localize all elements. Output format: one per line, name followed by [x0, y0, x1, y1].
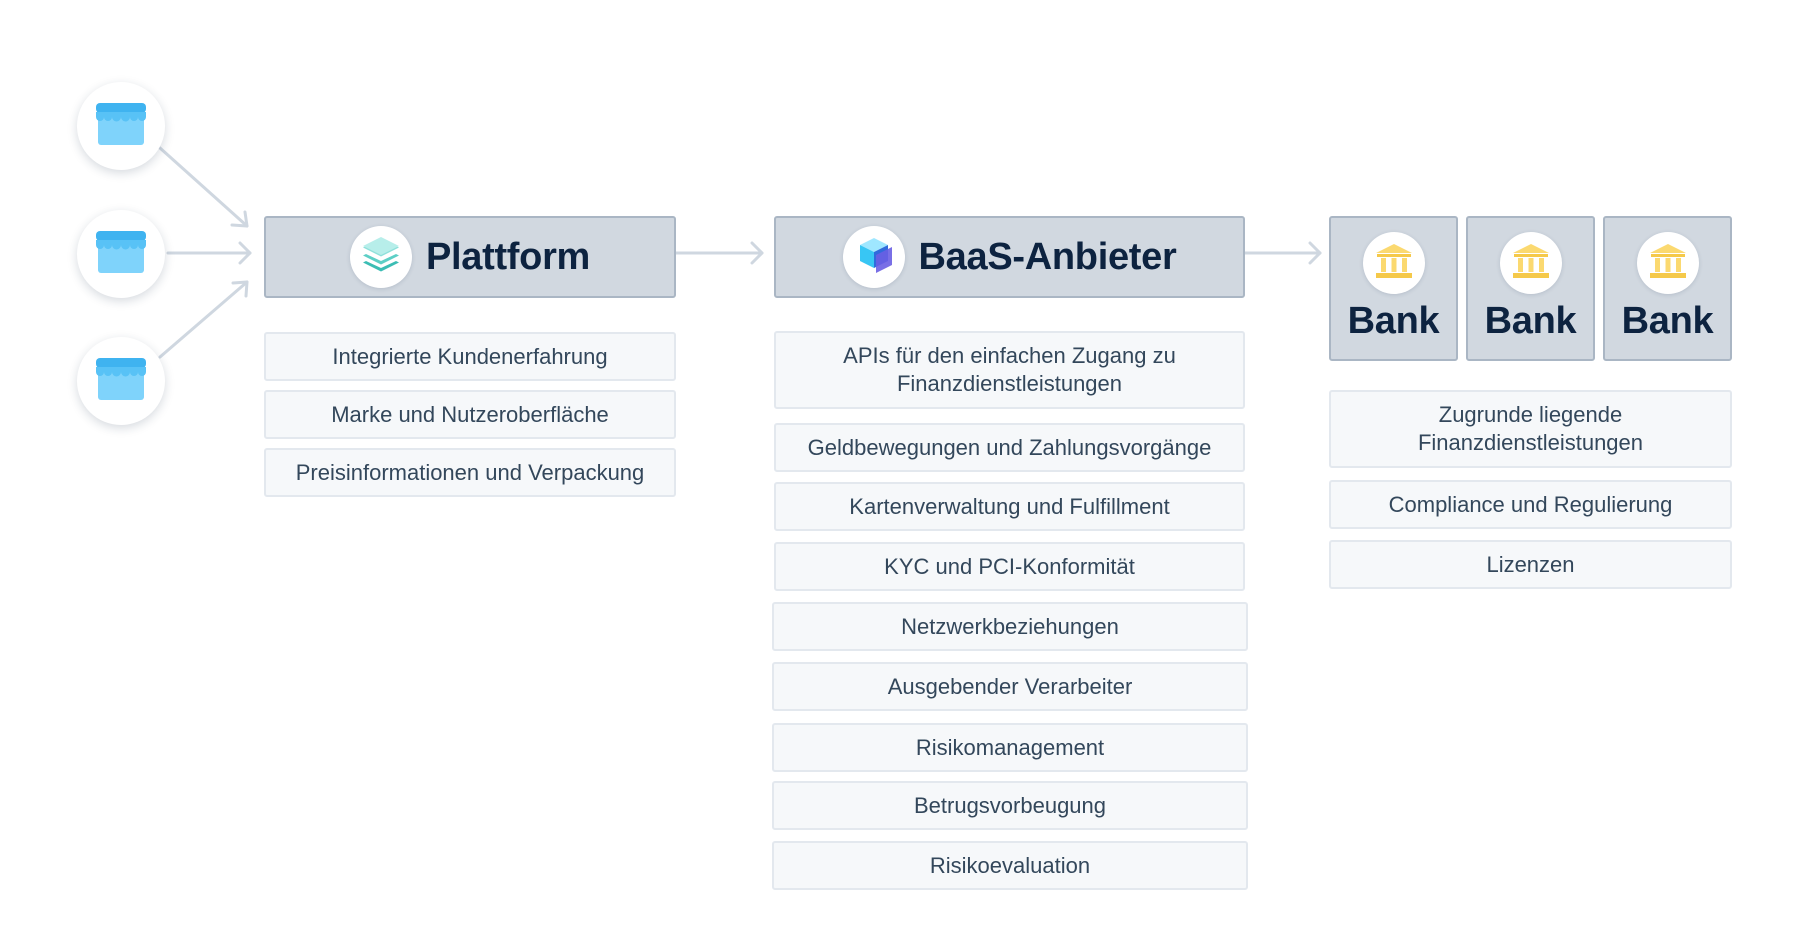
- baas-item-label: Geldbewegungen und Zahlungsvorgänge: [807, 434, 1212, 460]
- baas-item: KYC und PCI-Konformität: [774, 542, 1245, 591]
- storefront-icon: [95, 356, 147, 407]
- arrow-platform-to-baas-head: [750, 241, 764, 265]
- bank-title: Bank: [1484, 300, 1577, 342]
- baas-item: APIs für den einfachen Zugang zu Finanzd…: [774, 331, 1245, 409]
- bank-badge: [1499, 232, 1562, 294]
- platform-item-label: Integrierte Kundenerfahrung: [332, 343, 608, 369]
- store-node-1: [77, 82, 165, 170]
- bank-item-label: Compliance und Regulierung: [1388, 491, 1673, 517]
- baas-header: BaaS-Anbieter: [774, 216, 1245, 298]
- baas-item-label: Risikoevaluation: [929, 852, 1091, 878]
- baas-item-label: Kartenverwaltung und Fulfillment: [849, 493, 1170, 519]
- baas-item-label: Betrugsvorbeugung: [913, 792, 1107, 818]
- bank-title: Bank: [1347, 300, 1440, 342]
- arrow-baas-to-bank-head: [1308, 241, 1322, 265]
- store-node-2: [77, 210, 165, 298]
- arrow-store-2-head: [238, 241, 252, 265]
- baas-badge: [842, 226, 905, 288]
- bank-title: Bank: [1621, 300, 1714, 342]
- baas-item-label: Netzwerkbeziehungen: [901, 613, 1119, 639]
- bank-box-1: Bank: [1329, 216, 1458, 361]
- platform-title: Plattform: [425, 235, 591, 278]
- baas-item: Netzwerkbeziehungen: [772, 602, 1248, 651]
- bank-item: Zugrunde liegende Finanzdienstleistungen: [1329, 390, 1732, 468]
- bank-building-icon: [1511, 242, 1551, 285]
- baas-item: Ausgebender Verarbeiter: [772, 662, 1248, 711]
- storefront-icon: [95, 229, 147, 280]
- baas-title: BaaS-Anbieter: [918, 235, 1177, 278]
- baas-item: Kartenverwaltung und Fulfillment: [774, 482, 1245, 531]
- bank-box-3: Bank: [1603, 216, 1732, 361]
- bank-item-label: Zugrunde liegende Finanzdienstleistungen: [1417, 402, 1644, 455]
- arrow-store-3-head: [231, 280, 249, 298]
- bank-item: Compliance und Regulierung: [1329, 480, 1732, 529]
- arrow-store-1-to-platform: [158, 146, 249, 228]
- bank-item: Lizenzen: [1329, 540, 1732, 589]
- baas-item-label: Risikomanagement: [915, 734, 1105, 760]
- platform-item-label: Marke und Nutzeroberfläche: [331, 401, 609, 427]
- platform-item: Integrierte Kundenerfahrung: [264, 332, 676, 381]
- bank-box-2: Bank: [1466, 216, 1595, 361]
- store-node-3: [77, 337, 165, 425]
- cube-icon: [852, 233, 896, 282]
- baas-item: Risikomanagement: [772, 723, 1248, 772]
- platform-item: Preisinformationen und Verpackung: [264, 448, 676, 497]
- baas-item: Risikoevaluation: [772, 841, 1248, 890]
- storefront-icon: [95, 101, 147, 152]
- bank-badge: [1636, 232, 1699, 294]
- bank-item-label: Lizenzen: [1486, 551, 1575, 577]
- arrow-store-3-to-platform: [158, 280, 249, 359]
- baas-item-label: KYC und PCI-Konformität: [884, 553, 1135, 579]
- baas-item-label: APIs für den einfachen Zugang zu Finanzd…: [843, 343, 1176, 396]
- bank-building-icon: [1374, 242, 1414, 285]
- bank-badge: [1362, 232, 1425, 294]
- baas-item-label: Ausgebender Verarbeiter: [887, 673, 1133, 699]
- baas-item: Geldbewegungen und Zahlungsvorgänge: [774, 423, 1245, 472]
- bank-building-icon: [1648, 242, 1688, 285]
- layers-icon: [362, 235, 400, 280]
- platform-item-label: Preisinformationen und Verpackung: [295, 459, 645, 485]
- platform-item: Marke und Nutzeroberfläche: [264, 390, 676, 439]
- platform-header: Plattform: [264, 216, 676, 298]
- baas-item: Betrugsvorbeugung: [772, 781, 1248, 830]
- platform-badge: [349, 226, 412, 288]
- arrow-store-1-head: [230, 210, 249, 228]
